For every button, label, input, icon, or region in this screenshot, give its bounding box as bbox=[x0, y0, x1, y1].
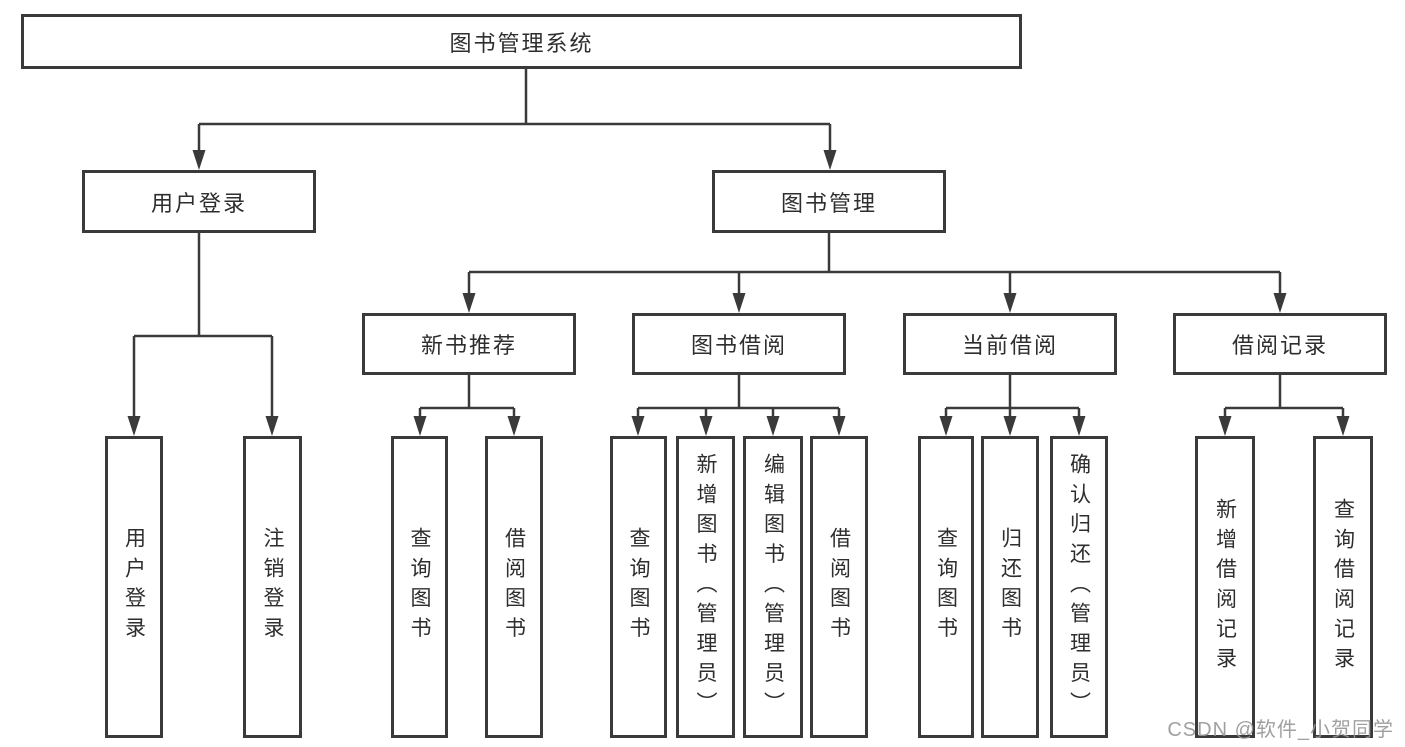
node-current-borrowing: 当前借阅 bbox=[903, 313, 1117, 375]
leaf-query-books-recommend: 查询图书 bbox=[391, 436, 448, 738]
node-book-management: 图书管理 bbox=[712, 170, 946, 233]
node-user-login: 用户登录 bbox=[82, 170, 316, 233]
arrowheads bbox=[127, 150, 1350, 436]
leaf-query-books-borrowing: 查询图书 bbox=[610, 436, 667, 738]
leaf-query-books-current: 查询图书 bbox=[918, 436, 974, 738]
leaf-borrow-books-recommend: 借阅图书 bbox=[485, 436, 543, 738]
leaf-borrow-books: 借阅图书 bbox=[810, 436, 868, 738]
connector-current-borrowing bbox=[944, 375, 1081, 420]
node-book-borrowing: 图书借阅 bbox=[632, 313, 846, 375]
connector-user-login bbox=[132, 233, 274, 419]
leaf-add-book-admin: 新增图书（管理员） bbox=[676, 436, 735, 738]
node-library-management-system: 图书管理系统 bbox=[21, 14, 1022, 69]
connector-root bbox=[197, 69, 832, 152]
leaf-logout-label: 注销登录 bbox=[261, 527, 284, 647]
leaf-query-borrow-record: 查询借阅记录 bbox=[1313, 436, 1373, 738]
connector-borrowing-records bbox=[1223, 375, 1345, 420]
node-new-book-recommendation: 新书推荐 bbox=[362, 313, 576, 375]
leaf-user-login: 用户登录 bbox=[105, 436, 163, 738]
connector-new-book-recommendation bbox=[418, 375, 516, 420]
leaf-confirm-return-admin: 确认归还（管理员） bbox=[1050, 436, 1108, 738]
leaf-return-book: 归还图书 bbox=[981, 436, 1039, 738]
leaf-logout: 注销登录 bbox=[243, 436, 302, 738]
leaf-add-borrow-record: 新增借阅记录 bbox=[1195, 436, 1255, 738]
connector-book-management bbox=[467, 233, 1282, 296]
leaf-edit-book-admin: 编辑图书（管理员） bbox=[743, 436, 803, 738]
node-borrowing-records: 借阅记录 bbox=[1173, 313, 1387, 375]
connector-book-borrowing bbox=[636, 375, 841, 420]
leaf-user-login-label: 用户登录 bbox=[122, 527, 146, 647]
